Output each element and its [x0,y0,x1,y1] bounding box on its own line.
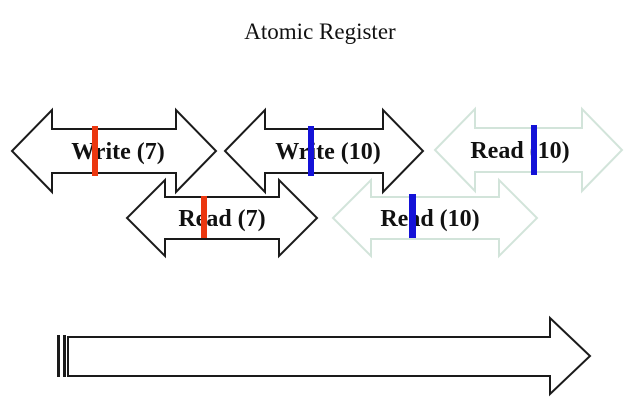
op-read-10-second: Read (10) [331,177,539,259]
double-arrow-shape [10,107,218,195]
linearization-tick [308,126,314,176]
op-read-7: Read (7) [125,177,319,259]
double-arrow-shape [433,106,624,194]
linearization-tick [92,126,98,176]
linearization-tick [201,196,207,238]
double-arrow-shape [331,177,539,259]
diagram-title: Atomic Register [244,19,396,44]
op-label: Read (7) [178,206,265,232]
timeline-start-mark [57,335,60,377]
op-write-7: Write (7) [10,107,218,195]
linearization-tick [409,194,416,238]
op-read-10-first: Read (10) [433,106,624,194]
timeline-arrow-shape [67,315,592,397]
double-arrow-shape [223,107,425,195]
op-label: Read (10) [380,206,479,232]
linearization-tick [531,125,537,175]
double-arrow-shape [125,177,319,259]
op-label: Write (7) [71,139,165,165]
timeline-start-mark [63,335,66,377]
op-label: Write (10) [275,139,381,165]
timeline [57,315,592,397]
op-label: Read (10) [470,138,569,164]
op-write-10: Write (10) [223,107,425,195]
